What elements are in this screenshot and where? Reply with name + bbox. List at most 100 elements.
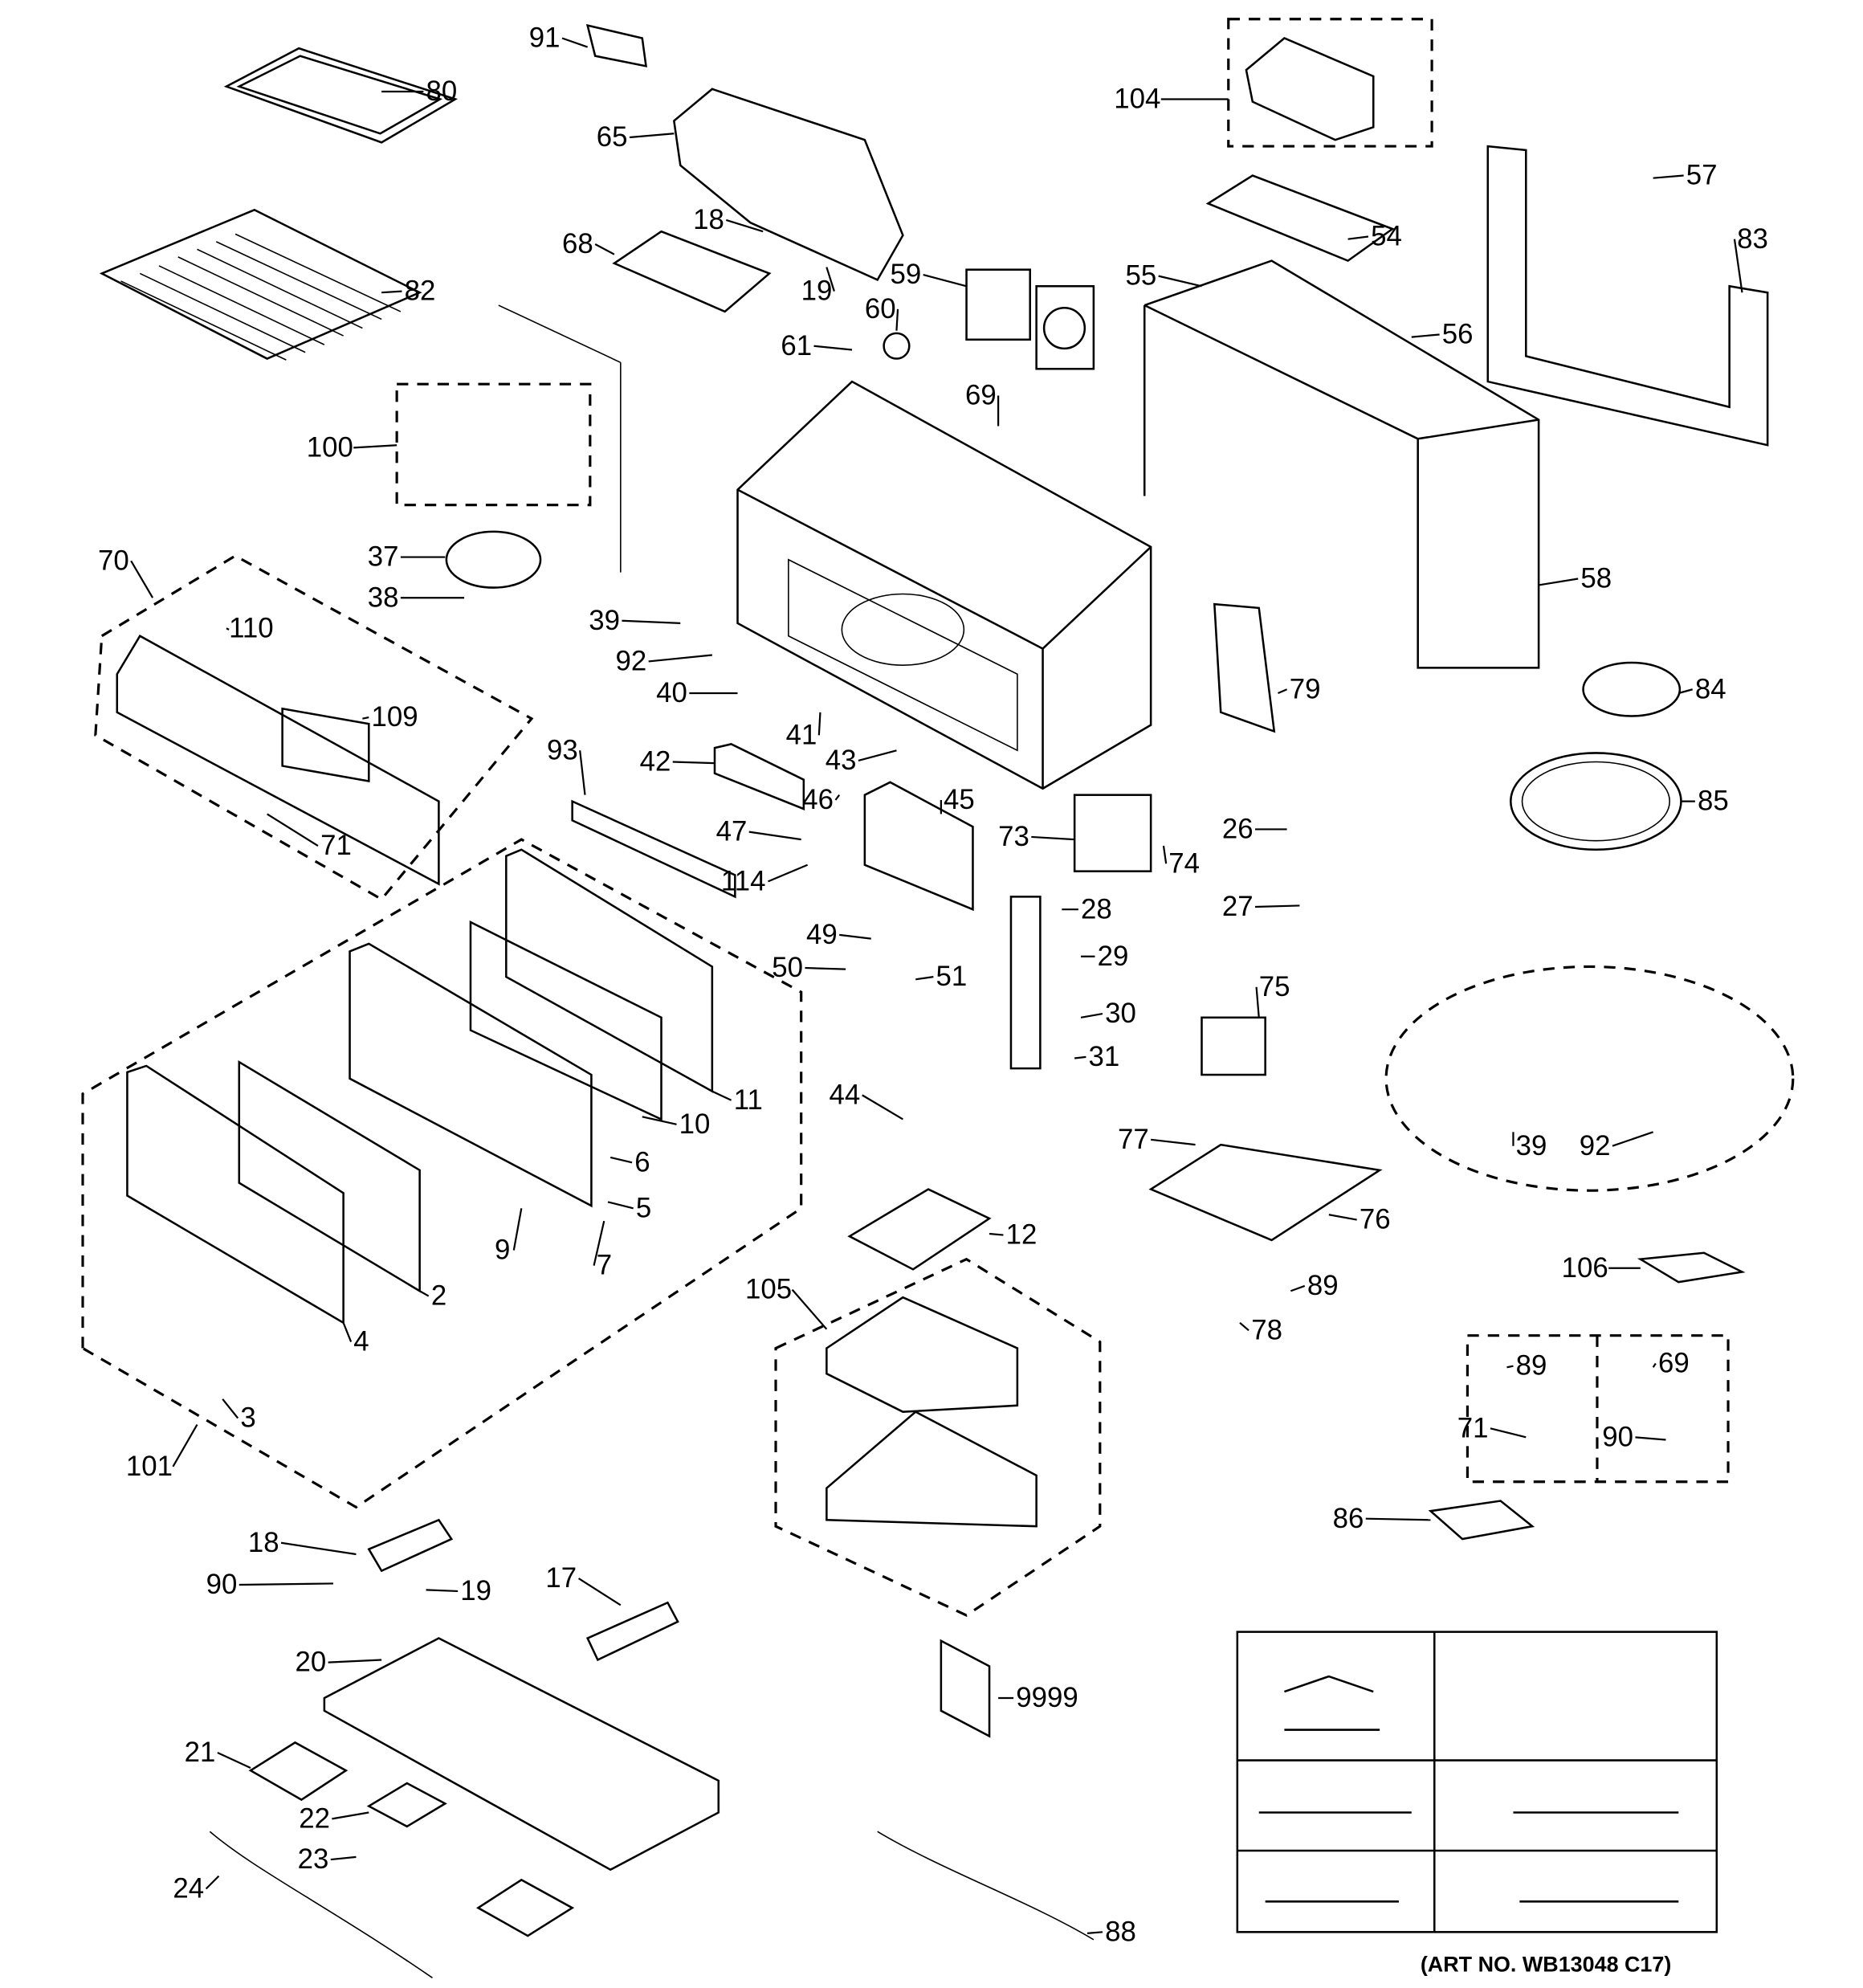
callout-label: 58 (1580, 563, 1612, 594)
callout-label: 43 (826, 745, 857, 776)
callout-label: 68 (562, 228, 593, 259)
leader-line (642, 1116, 677, 1125)
callout-label: 42 (640, 746, 671, 778)
callout-label: 31 (1089, 1041, 1120, 1072)
leader-line (629, 133, 675, 139)
leader-line (813, 345, 853, 351)
callout-label: 69 (1658, 1348, 1690, 1379)
leader-line (362, 716, 369, 720)
callout-label: 92 (616, 646, 647, 677)
callout-label: 54 (1371, 221, 1402, 252)
leader-line (1538, 578, 1579, 586)
callout-label: 12 (1006, 1219, 1037, 1251)
callout-label: 56 (1442, 319, 1474, 350)
part-door-9 (349, 942, 593, 1208)
leader-line (817, 712, 821, 736)
leader-line (839, 933, 871, 940)
leader-line (419, 1290, 430, 1297)
leader-line (267, 813, 319, 847)
leader-line (1653, 174, 1684, 179)
leader-line (1490, 1427, 1527, 1439)
callout-label: 24 (173, 1873, 204, 1904)
callout-label: 79 (1290, 673, 1321, 704)
part-54 (1205, 174, 1395, 263)
callout-label: 26 (1222, 814, 1254, 845)
leader-line (1678, 688, 1694, 695)
leader-line (222, 1398, 239, 1419)
callout-label: 17 (545, 1562, 577, 1594)
callout-label: 57 (1686, 160, 1718, 191)
leader-line (1162, 845, 1168, 864)
part-ring-84 (1582, 661, 1682, 717)
part-bag-106 (1637, 1251, 1746, 1284)
leader-line (725, 218, 764, 233)
leader-line (1411, 333, 1440, 338)
leader-line (1031, 835, 1075, 841)
callout-label: 49 (806, 919, 838, 950)
part-vent-grille (116, 635, 440, 886)
leader-line (895, 308, 899, 331)
part-cover-68 (612, 230, 772, 313)
leader-line (561, 37, 589, 48)
callout-label: 110 (229, 612, 274, 643)
callout-label: 4 (353, 1326, 369, 1357)
callout-label: 90 (1602, 1421, 1633, 1452)
part-bag-86 (1428, 1500, 1535, 1541)
leader-line (1239, 1321, 1249, 1332)
callout-label: 75 (1259, 971, 1290, 1002)
callout-label: 30 (1105, 998, 1136, 1029)
part-kit-table (1236, 1631, 1718, 1933)
group-100 (395, 382, 592, 507)
callout-label: 105 (745, 1274, 792, 1305)
callout-label: 78 (1251, 1314, 1282, 1345)
leader-line (1254, 904, 1300, 908)
callout-label: 9999 (1016, 1682, 1078, 1713)
callout-label: 73 (998, 821, 1029, 852)
callout-label: 101 (126, 1451, 173, 1482)
callout-label: 71 (1457, 1412, 1489, 1443)
part-mount-plate-83 (1486, 145, 1769, 447)
leader-line (791, 1288, 828, 1330)
part-manual (940, 1639, 991, 1738)
leader-line (607, 1201, 634, 1210)
part-choke-11 (505, 848, 714, 1093)
leader-line (1347, 235, 1369, 240)
callout-label: 90 (206, 1569, 238, 1600)
leader-line (328, 1659, 382, 1663)
callout-label: 40 (656, 677, 687, 708)
leader-line (1074, 1055, 1086, 1059)
leader-line (238, 1582, 333, 1586)
callout-label: 28 (1081, 893, 1112, 925)
part-tray-85 (1510, 752, 1682, 851)
leader-line (711, 1090, 732, 1101)
leader-line (226, 627, 230, 631)
callout-label: 9 (495, 1235, 510, 1266)
part-fan-59 (965, 268, 1031, 341)
callout-label: 89 (1516, 1350, 1547, 1382)
callout-label: 29 (1098, 941, 1129, 972)
part-magnetron (1073, 794, 1152, 872)
part-bracket-65 (672, 88, 904, 281)
leader-line (672, 761, 715, 765)
callout-label: 5 (636, 1192, 651, 1223)
leader-lines (130, 37, 1743, 1935)
callout-label: 61 (781, 330, 812, 361)
leader-line (826, 267, 835, 292)
part-roller-37 (445, 530, 542, 589)
group-70 (94, 554, 534, 901)
leader-line (862, 1094, 903, 1121)
callout-label: 55 (1125, 260, 1156, 292)
callout-label: 50 (772, 952, 803, 983)
callout-label: 106 (1562, 1252, 1608, 1284)
callout-label: 44 (830, 1079, 861, 1110)
leader-line (923, 273, 967, 288)
leader-line (622, 619, 681, 625)
leader-line (1151, 1138, 1196, 1146)
group-105 (774, 1257, 1102, 1617)
part-42 (713, 743, 805, 810)
leader-line (172, 1423, 198, 1468)
callout-label: 46 (802, 784, 834, 815)
leader-line (217, 1752, 251, 1770)
callout-label: 109 (371, 701, 418, 733)
art-number-caption: (ART NO. WB13048 C17) (1421, 1952, 1671, 1976)
